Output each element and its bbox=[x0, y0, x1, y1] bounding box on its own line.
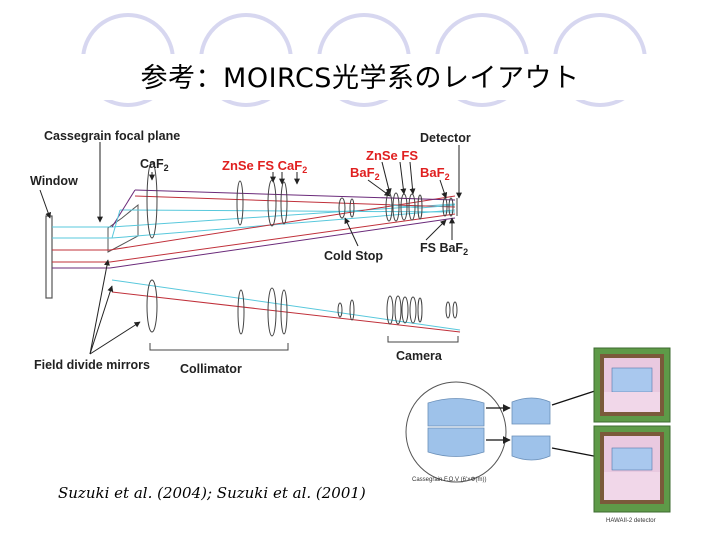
detector-lower bbox=[593, 425, 671, 513]
camera-bracket bbox=[387, 336, 459, 343]
field-divide-mirror bbox=[107, 203, 139, 253]
detector-upper bbox=[593, 347, 671, 423]
slide-title: 参考：MOIRCS光学系のレイアウト bbox=[140, 63, 580, 94]
label-cassegrain-fov: Cassegrain F.O.V (6'×Φ(m)) bbox=[412, 477, 486, 483]
label-znse-fs: ZnSe FS bbox=[366, 148, 418, 163]
label-detector-caption: HAWAII-2 detector bbox=[606, 518, 656, 524]
fov-lower-half bbox=[427, 427, 485, 457]
collimator-bracket bbox=[149, 343, 289, 351]
split-upper-half bbox=[511, 397, 551, 425]
citation: Suzuki et al. (2004); Suzuki et al. (200… bbox=[58, 484, 366, 502]
label-baf2-right: BaF2 bbox=[420, 165, 450, 182]
label-cold-stop: Cold Stop bbox=[324, 249, 383, 263]
label-znse-fs-caf2: ZnSe FS CaF2 bbox=[222, 158, 307, 175]
decorative-circles bbox=[0, 13, 720, 107]
label-fs-baf2: FS BaF2 bbox=[420, 241, 468, 257]
split-lower-half bbox=[511, 435, 551, 461]
label-window: Window bbox=[30, 174, 78, 188]
label-caf2: CaF2 bbox=[140, 157, 169, 173]
label-collimator: Collimator bbox=[180, 362, 242, 376]
label-cassegrain-focal-plane: Cassegrain focal plane bbox=[44, 129, 180, 143]
upper-beam-rays bbox=[52, 189, 456, 269]
label-detector: Detector bbox=[420, 131, 471, 145]
window-plate bbox=[45, 215, 53, 299]
annotation-arrows bbox=[39, 142, 462, 355]
label-camera: Camera bbox=[396, 349, 443, 363]
label-field-divide-mirrors: Field divide mirrors bbox=[34, 358, 150, 372]
lower-lenses bbox=[146, 279, 458, 337]
lower-beam-rays bbox=[111, 279, 461, 333]
label-baf2-left: BaF2 bbox=[350, 165, 380, 182]
fov-inset: Cassegrain F.O.V (6'×Φ(m)) bbox=[405, 381, 605, 483]
fov-upper-half bbox=[427, 398, 485, 427]
